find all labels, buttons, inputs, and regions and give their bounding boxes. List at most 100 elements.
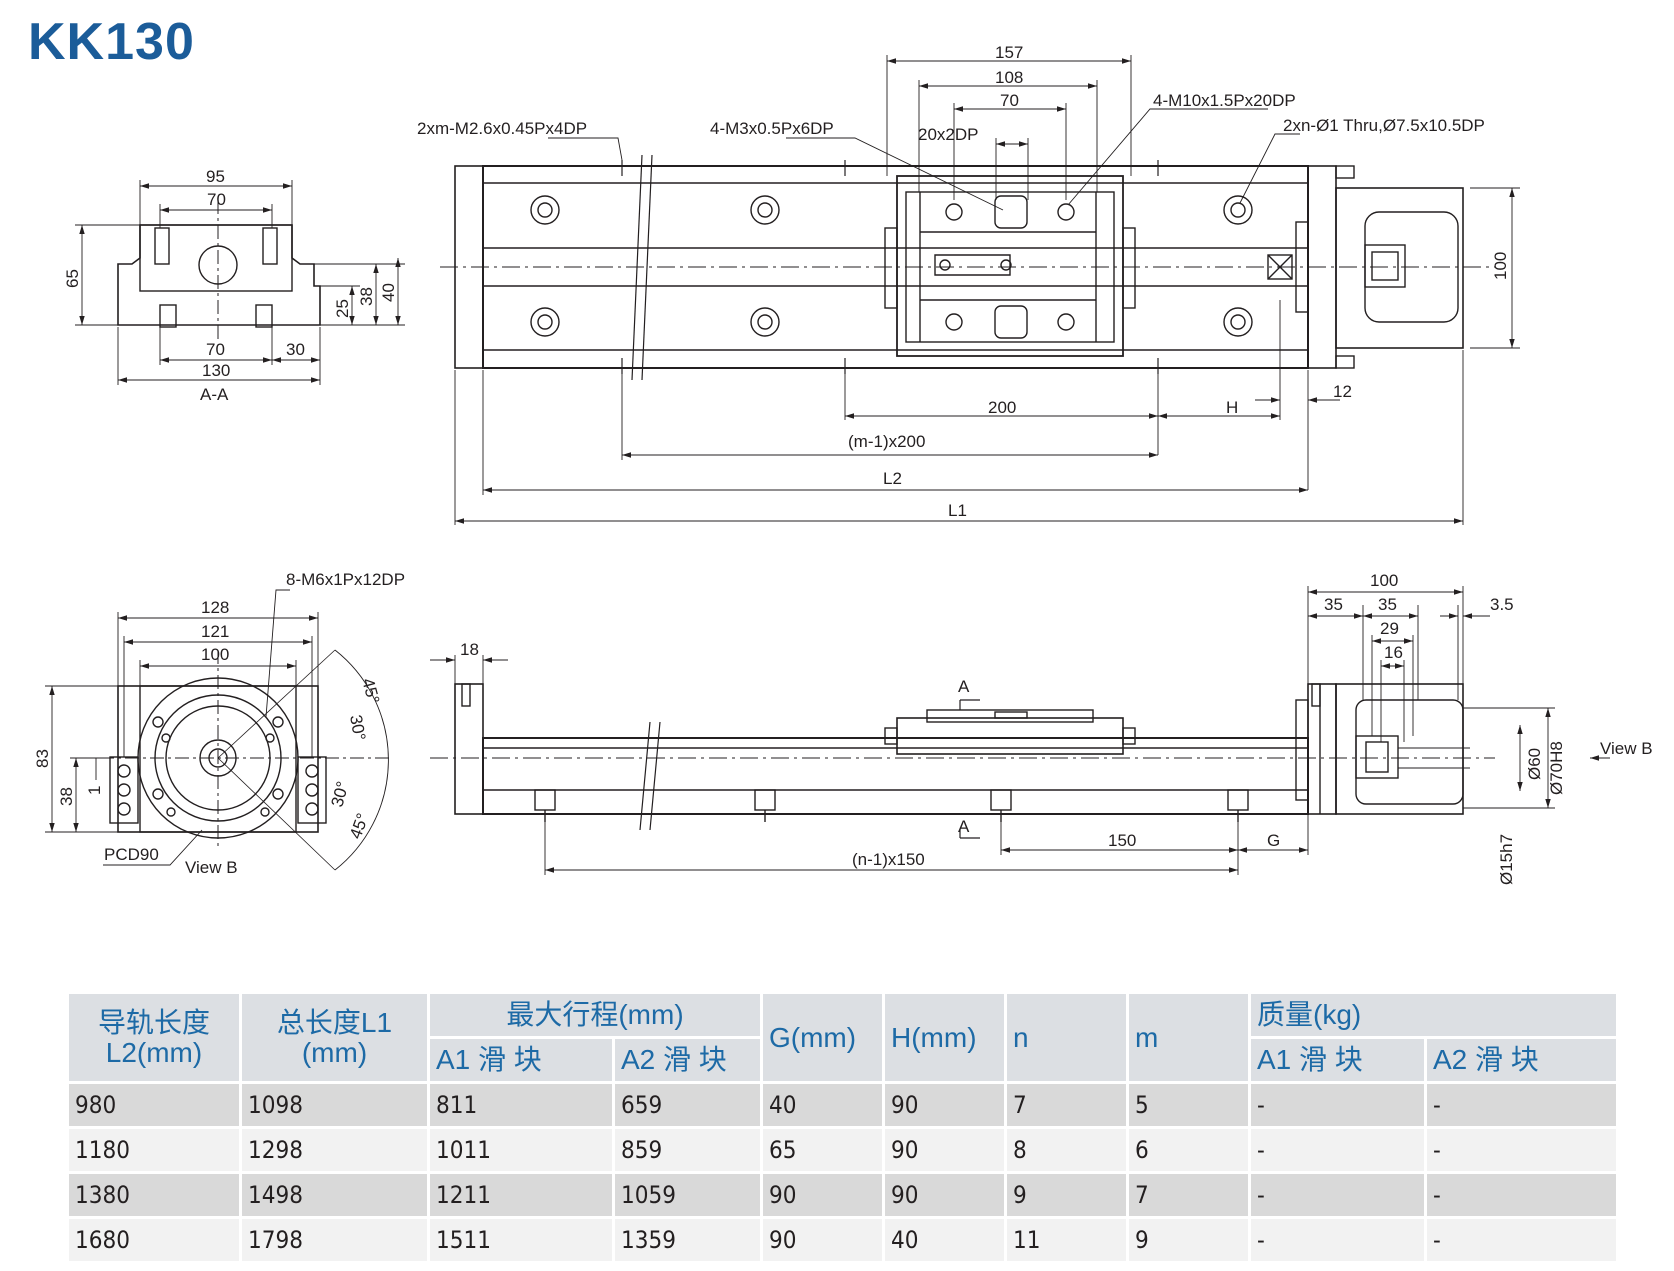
header-max-stroke: 最大行程(mm): [427, 991, 763, 1039]
cell-mass-a2: -: [1424, 1216, 1619, 1264]
cell-m: 5: [1126, 1081, 1251, 1129]
cell-stroke-a1: 1511: [427, 1216, 615, 1264]
dim-1: 1: [85, 786, 104, 795]
dim-n-1-x150: (n-1)x150: [852, 850, 925, 869]
header-m: m: [1126, 991, 1251, 1084]
cell-stroke-a1: 811: [427, 1081, 615, 1129]
technical-drawing: 157 108 70 20x2DP 2xm-M2.6x0.45Px4DP 4-M…: [33, 43, 1653, 885]
end-view: [45, 589, 390, 871]
view-b-label: View B: [185, 858, 238, 877]
cell-l1: 1098: [239, 1081, 430, 1129]
cell-mass-a1: -: [1248, 1081, 1427, 1129]
cell-g: 40: [760, 1081, 885, 1129]
cell-n: 11: [1004, 1216, 1129, 1264]
dim-29: 29: [1380, 619, 1399, 638]
cell-mass-a2: -: [1424, 1171, 1619, 1219]
cell-h: 90: [882, 1171, 1007, 1219]
header-mass: 质量(kg): [1248, 991, 1619, 1039]
callout-thru-hole: 2xn-Ø1 Thru,Ø7.5x10.5DP: [1283, 116, 1485, 135]
section-label-aa: A-A: [200, 385, 229, 404]
angle-45-bottom: 45°: [346, 811, 373, 842]
top-view-labels: 157 108 70 20x2DP 2xm-M2.6x0.45Px4DP 4-M…: [417, 43, 1510, 520]
callout-m2-6: 2xm-M2.6x0.45Px4DP: [417, 119, 587, 138]
dim-30: 30: [286, 340, 305, 359]
dim-70-bottom: 70: [206, 340, 225, 359]
header-mass-a2: A2 滑 块: [1424, 1036, 1619, 1084]
angle-30-top: 30°: [346, 713, 369, 742]
cell-g: 65: [760, 1126, 885, 1174]
angle-45-top: 45°: [358, 676, 383, 706]
cell-h: 90: [882, 1081, 1007, 1129]
cell-h: 90: [882, 1126, 1007, 1174]
cell-stroke-a2: 1359: [612, 1216, 763, 1264]
cell-mass-a1: -: [1248, 1216, 1427, 1264]
dim-35-b: 35: [1378, 595, 1397, 614]
cell-stroke-a2: 659: [612, 1081, 763, 1129]
header-stroke-a1: A1 滑 块: [427, 1036, 615, 1084]
view-b-arrow-label: View B: [1600, 739, 1653, 758]
dim-l2: L2: [883, 469, 902, 488]
cell-l2: 980: [66, 1081, 242, 1129]
dim-35-a: 35: [1324, 595, 1343, 614]
side-view-labels: 18 A A 150 G (n-1)x150 100 35 35 3.5 29 …: [460, 571, 1653, 885]
table-row: 980 1098 811 659 40 90 7 5 - -: [66, 1081, 1619, 1129]
table-row: 1380 1498 1211 1059 90 90 9 7 - -: [66, 1171, 1619, 1219]
cell-l2: 1680: [66, 1216, 242, 1264]
dim-65: 65: [63, 269, 82, 288]
dim-3-5: 3.5: [1490, 595, 1514, 614]
callout-m6: 8-M6x1Px12DP: [286, 570, 405, 589]
section-aa: [75, 180, 405, 385]
spec-table: 导轨长度 L2(mm) 总长度L1 (mm) 最大行程(mm) G(mm) H(…: [66, 991, 1619, 1264]
cell-m: 9: [1126, 1216, 1251, 1264]
top-view: [440, 55, 1520, 525]
header-total-length: 总长度L1 (mm): [239, 991, 430, 1084]
cell-mass-a1: -: [1248, 1171, 1427, 1219]
dim-121: 121: [201, 622, 229, 641]
dim-h: H: [1226, 398, 1238, 417]
dim-128: 128: [201, 598, 229, 617]
table-row: 1680 1798 1511 1359 90 40 11 9 - -: [66, 1216, 1619, 1264]
dim-100-vertical: 100: [1491, 252, 1510, 280]
cell-mass-a2: -: [1424, 1081, 1619, 1129]
cell-mass-a1: -: [1248, 1126, 1427, 1174]
side-view: [430, 586, 1610, 875]
dim-100-end: 100: [201, 645, 229, 664]
cell-stroke-a2: 1059: [612, 1171, 763, 1219]
cell-l1: 1498: [239, 1171, 430, 1219]
table-row: 1180 1298 1011 859 65 90 8 6 - -: [66, 1126, 1619, 1174]
cell-l1: 1798: [239, 1216, 430, 1264]
cell-stroke-a2: 859: [612, 1126, 763, 1174]
dim-20x2dp: 20x2DP: [918, 125, 978, 144]
header-n: n: [1004, 991, 1129, 1084]
header-stroke-a2: A2 滑 块: [612, 1036, 763, 1084]
cell-g: 90: [760, 1216, 885, 1264]
dim-130: 130: [202, 361, 230, 380]
cell-n: 9: [1004, 1171, 1129, 1219]
dim-12: 12: [1333, 382, 1352, 401]
angle-30-bottom: 30°: [328, 779, 353, 809]
header-mass-a1: A1 滑 块: [1248, 1036, 1427, 1084]
dim-200: 200: [988, 398, 1016, 417]
page-title: KK130: [28, 13, 195, 71]
dim-108: 108: [995, 68, 1023, 87]
callout-m10: 4-M10x1.5Px20DP: [1153, 91, 1296, 110]
dim-38: 38: [357, 287, 376, 306]
cell-l1: 1298: [239, 1126, 430, 1174]
cell-mass-a2: -: [1424, 1126, 1619, 1174]
cell-stroke-a1: 1011: [427, 1126, 615, 1174]
section-marker-a-top: A: [958, 677, 970, 696]
dim-100-side: 100: [1370, 571, 1398, 590]
cell-n: 7: [1004, 1081, 1129, 1129]
dim-157: 157: [995, 43, 1023, 62]
header-g: G(mm): [760, 991, 885, 1084]
cell-h: 40: [882, 1216, 1007, 1264]
cell-n: 8: [1004, 1126, 1129, 1174]
dim-25: 25: [333, 299, 352, 318]
dim-150: 150: [1108, 831, 1136, 850]
dim-83: 83: [33, 749, 52, 768]
header-h: H(mm): [882, 991, 1007, 1084]
dim-95: 95: [206, 167, 225, 186]
dim-38-end: 38: [57, 787, 76, 806]
dim-16: 16: [1384, 643, 1403, 662]
header-rail-length: 导轨长度 L2(mm): [66, 991, 242, 1084]
